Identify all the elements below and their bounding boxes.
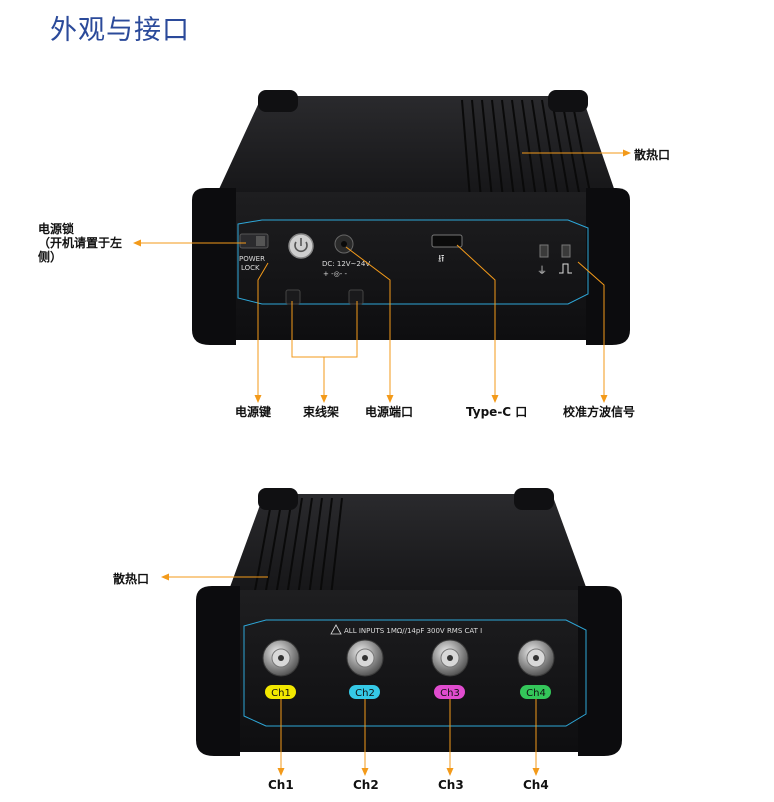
- ch4-label: Ch4: [523, 778, 549, 792]
- warning-icon: [330, 624, 342, 635]
- square-wave-icon: [559, 263, 572, 274]
- page-title: 外观与接口: [50, 15, 190, 46]
- front-view-device: ALL INPUTS 1MΩ//14pF 300V RMS CAT I Ch1 …: [196, 488, 622, 756]
- type-c-port: [431, 234, 463, 248]
- bnc-ch1: [262, 639, 300, 677]
- back-heat-vent: [461, 99, 592, 199]
- front-heat-vent: [253, 497, 343, 597]
- back-heat-vent-label: 散热口: [634, 148, 671, 162]
- cable-holder-label: 束线架: [303, 405, 340, 419]
- front-arrowheads: [161, 573, 540, 776]
- ch2-badge-text: Ch2: [355, 688, 375, 699]
- ch3-badge-text: Ch3: [440, 688, 460, 699]
- power-lock-text-1: POWER: [239, 255, 265, 263]
- dc-polarity-text: + -◎- -: [323, 270, 347, 278]
- power-port-label: 电源端口: [365, 405, 414, 419]
- dc-rating-text: DC: 12V~24V: [322, 260, 370, 268]
- power-lock-label: 电源锁 （开机请置于左 侧）: [38, 222, 123, 264]
- ch3-label: Ch3: [438, 778, 464, 792]
- ch1-badge-bg: [265, 685, 296, 699]
- bnc-ch3: [431, 639, 469, 677]
- power-key-label: 电源键: [235, 405, 272, 419]
- front-heat-vent-label: 散热口: [113, 572, 150, 586]
- input-warning-text: ALL INPUTS 1MΩ//14pF 300V RMS CAT I: [344, 627, 482, 635]
- ch1-label: Ch1: [268, 778, 294, 792]
- back-callouts: [140, 152, 624, 397]
- ch1-badge-text: Ch1: [271, 688, 291, 699]
- back-arrowheads: [133, 149, 631, 403]
- ch2-label: Ch2: [353, 778, 379, 792]
- ch3-badge-bg: [434, 685, 465, 699]
- ground-icon: ⏚: [537, 265, 547, 277]
- front-callouts: [168, 576, 537, 770]
- back-view-device: POWER LOCK DC: 12V~24V + -◎- - ⭿ ⏚: [192, 90, 630, 345]
- ch4-badge-text: Ch4: [526, 688, 546, 699]
- bnc-ch4: [517, 639, 555, 677]
- type-c-label: Type-C 口: [466, 405, 528, 419]
- usb-icon: ⭿: [438, 254, 444, 265]
- power-lock-text-2: LOCK: [241, 264, 260, 272]
- ch4-badge-bg: [520, 685, 551, 699]
- ch2-badge-bg: [349, 685, 380, 699]
- calibration-label: 校准方波信号: [563, 405, 636, 419]
- bnc-ch2: [346, 639, 384, 677]
